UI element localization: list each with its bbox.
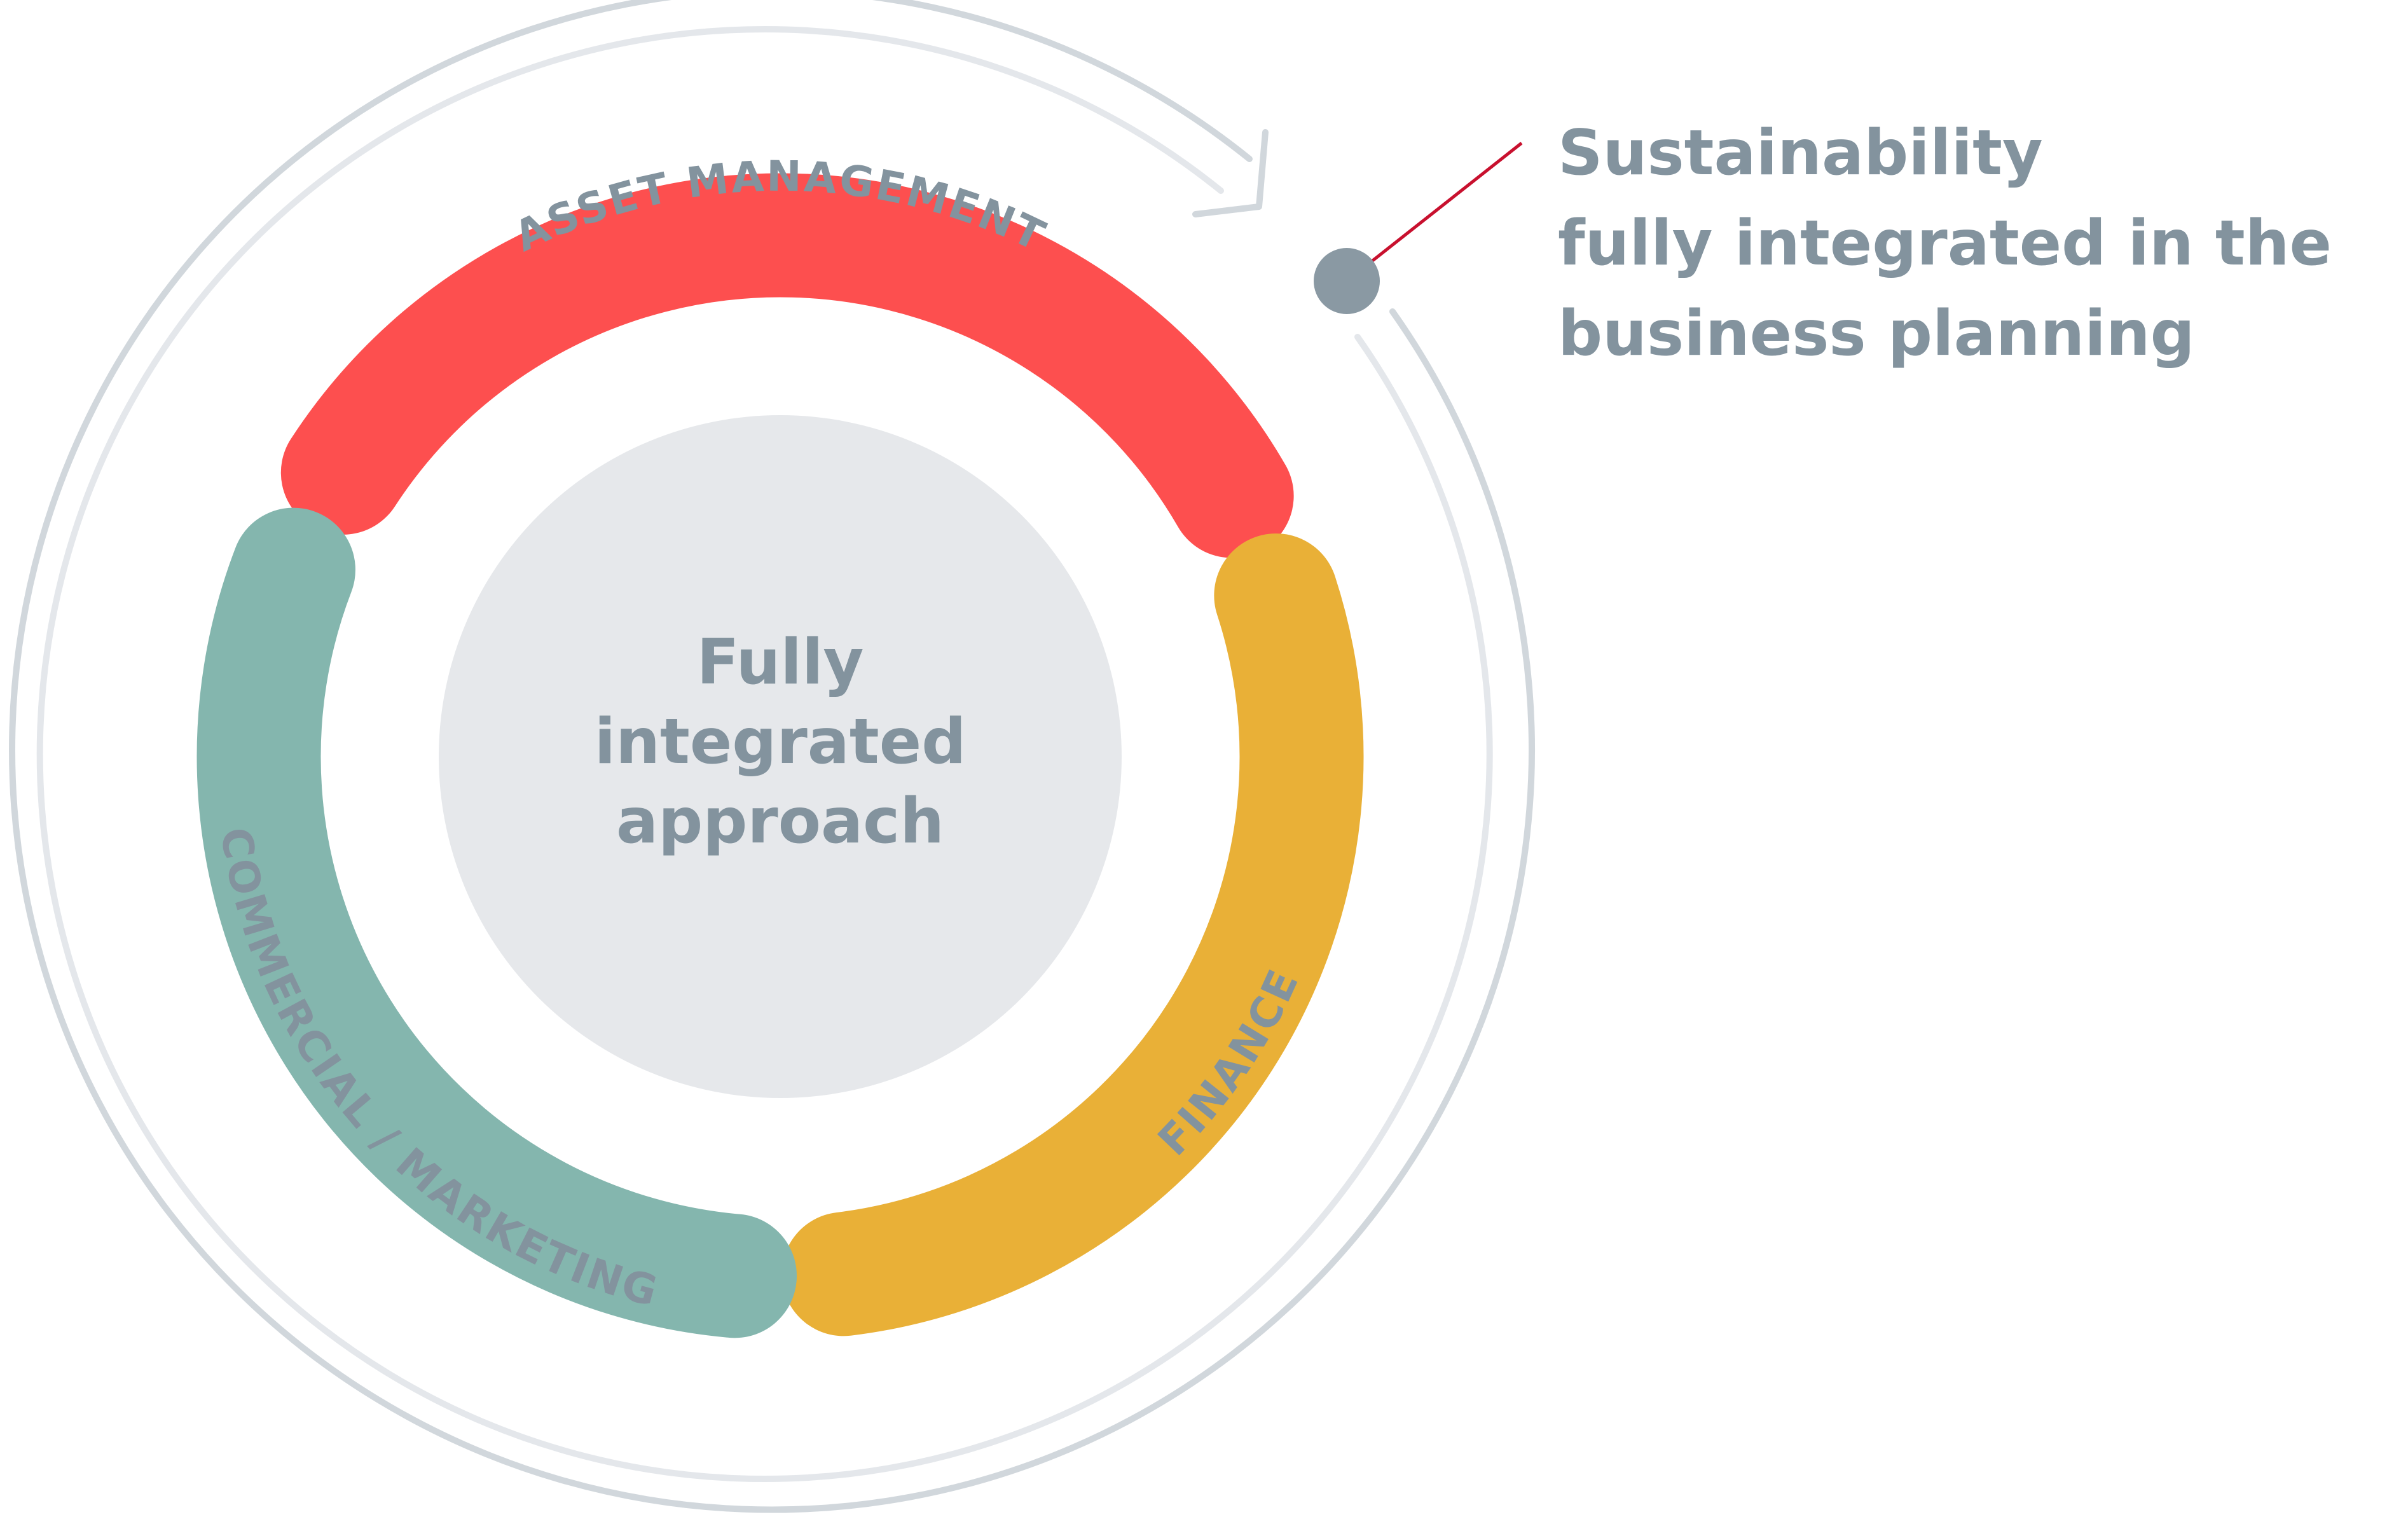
ring-segments [196, 173, 1364, 1338]
callout-text: Sustainability fully integrated in the b… [1558, 108, 2332, 379]
callout-line-3: business planning [1558, 298, 2195, 370]
segment-finance [781, 533, 1364, 1336]
center-label: Fully integrated approach [595, 626, 967, 858]
ring-arrow-icon [1192, 129, 1269, 217]
inner-ring [36, 26, 1493, 1482]
center-line-1: Fully [697, 626, 864, 699]
center-line-3: approach [616, 785, 944, 858]
segment-commercial-marketing [196, 507, 797, 1338]
center-line-2: integrated [595, 706, 967, 778]
callout-marker-icon [1314, 248, 1380, 314]
segment-asset-management [280, 173, 1294, 558]
center-circle [439, 415, 1122, 1098]
callout-line-1: Sustainability [1558, 117, 2043, 189]
callout-line-2: fully integrated in the [1558, 207, 2332, 280]
callout-leader-line [1345, 142, 1523, 282]
outer-ring [9, 0, 1535, 1513]
